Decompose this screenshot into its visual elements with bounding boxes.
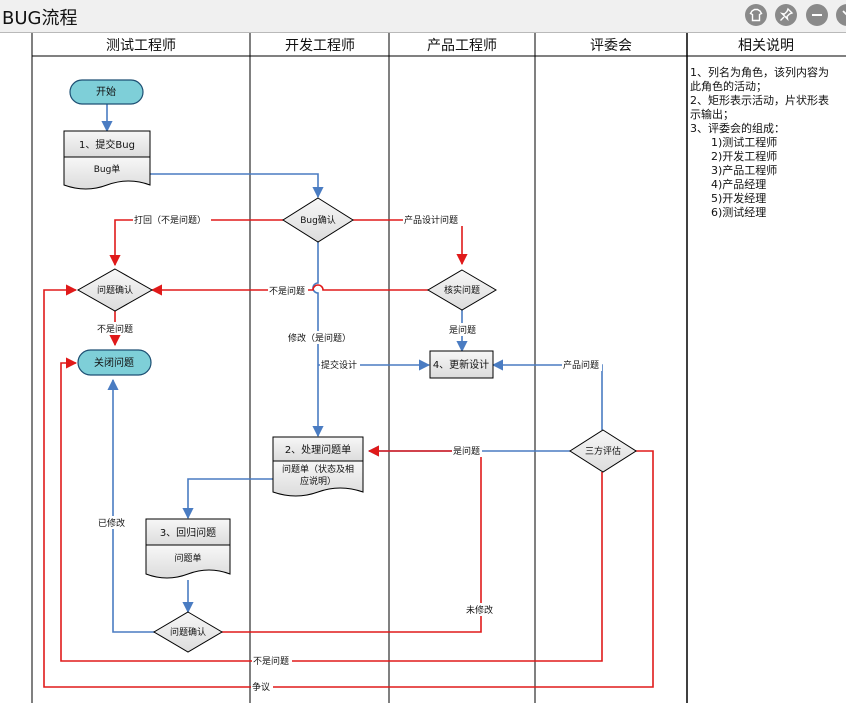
node-handle-issue: 2、处理问题单 问题单（状态及相 应说明） [272, 436, 364, 497]
note-line: 5)开发经理 [711, 191, 766, 205]
note-line: 2、矩形表示活动，片状形表 [690, 93, 829, 107]
label-is-issue-2: 是问题 [453, 445, 480, 457]
label-not-issue-2: 不是问题 [97, 323, 133, 335]
node-start: 开始 [69, 79, 144, 105]
note-line: 示输出； [690, 107, 734, 121]
svg-text:应说明）: 应说明） [300, 475, 336, 487]
node-bug-confirm: Bug确认 [282, 197, 354, 243]
label-product-issue: 产品问题 [563, 359, 599, 371]
lane-header-notes: 相关说明 [738, 38, 794, 54]
title-bar: BUG流程 [0, 0, 846, 33]
note-line: 3)产品工程师 [711, 163, 777, 177]
svg-text:Bug确认: Bug确认 [300, 214, 336, 226]
label-modify: 修改（是问题） [288, 332, 351, 344]
svg-text:三方评估: 三方评估 [585, 445, 621, 457]
note-line: 4)产品经理 [711, 177, 766, 191]
shirt-icon[interactable] [745, 4, 767, 26]
edge-labels: 打回（不是问题） 产品设计问题 不是问题 不是问题 是问题 修改（是问题） 提交… [96, 213, 602, 693]
lane-header-committee: 评委会 [590, 38, 632, 54]
label-not-issue-1: 不是问题 [269, 285, 305, 297]
node-issue-confirm-2: 问题确认 [153, 611, 223, 653]
node-submit-bug: 1、提交Bug Bug单 [63, 130, 151, 190]
svg-text:2、处理问题单: 2、处理问题单 [285, 443, 351, 456]
node-three-party: 三方评估 [569, 429, 637, 473]
close-icon[interactable] [836, 4, 846, 26]
label-is-issue-1: 是问题 [449, 324, 476, 336]
svg-text:关闭问题: 关闭问题 [94, 356, 134, 369]
note-line: 6)测试经理 [711, 206, 766, 219]
node-issue-confirm-1: 问题确认 [76, 268, 154, 312]
note-line: 3、评委会的组成： [690, 121, 785, 135]
label-submit-design: 提交设计 [321, 359, 357, 371]
note-line: 此角色的活动； [690, 79, 767, 93]
flowchart: 测试工程师 开发工程师 产品工程师 评委会 相关说明 开始 1、提交Bug Bu… [0, 33, 846, 703]
node-verify-issue: 核实问题 [427, 269, 497, 311]
pin-icon[interactable] [775, 4, 797, 26]
svg-text:3、回归问题: 3、回归问题 [160, 526, 216, 539]
svg-text:开始: 开始 [96, 85, 116, 98]
label-not-issue-3: 不是问题 [253, 655, 289, 667]
svg-text:Bug单: Bug单 [94, 163, 121, 175]
svg-text:问题单（状态及相: 问题单（状态及相 [282, 463, 354, 475]
label-product-design-issue: 产品设计问题 [404, 214, 458, 226]
note-line: 1、列名为角色，该列内容为 [690, 65, 829, 79]
notes-panel: 1、列名为角色，该列内容为 此角色的活动； 2、矩形表示活动，片状形表 示输出；… [690, 65, 829, 219]
label-dispute: 争议 [252, 681, 270, 693]
window-title: BUG流程 [2, 8, 78, 29]
label-not-modified: 未修改 [466, 604, 493, 616]
node-close-issue: 关闭问题 [77, 349, 152, 376]
lane-header-product: 产品工程师 [427, 38, 497, 54]
node-regression: 3、回归问题 问题单 [145, 518, 231, 579]
note-line: 2)开发工程师 [711, 149, 777, 163]
svg-text:问题确认: 问题确认 [97, 284, 133, 296]
note-line: 1)测试工程师 [711, 136, 777, 149]
minimize-icon[interactable] [806, 4, 828, 26]
label-reject: 打回（不是问题） [134, 214, 206, 226]
lane-header-developer: 开发工程师 [285, 38, 355, 54]
node-update-design: 4、更新设计 [429, 350, 494, 379]
svg-text:问题单: 问题单 [174, 552, 201, 564]
lane-header-tester: 测试工程师 [106, 38, 176, 54]
svg-text:1、提交Bug: 1、提交Bug [79, 138, 135, 151]
svg-text:4、更新设计: 4、更新设计 [433, 358, 489, 371]
svg-text:问题确认: 问题确认 [170, 626, 206, 638]
label-modified: 已修改 [98, 517, 125, 529]
svg-text:核实问题: 核实问题 [444, 284, 480, 296]
